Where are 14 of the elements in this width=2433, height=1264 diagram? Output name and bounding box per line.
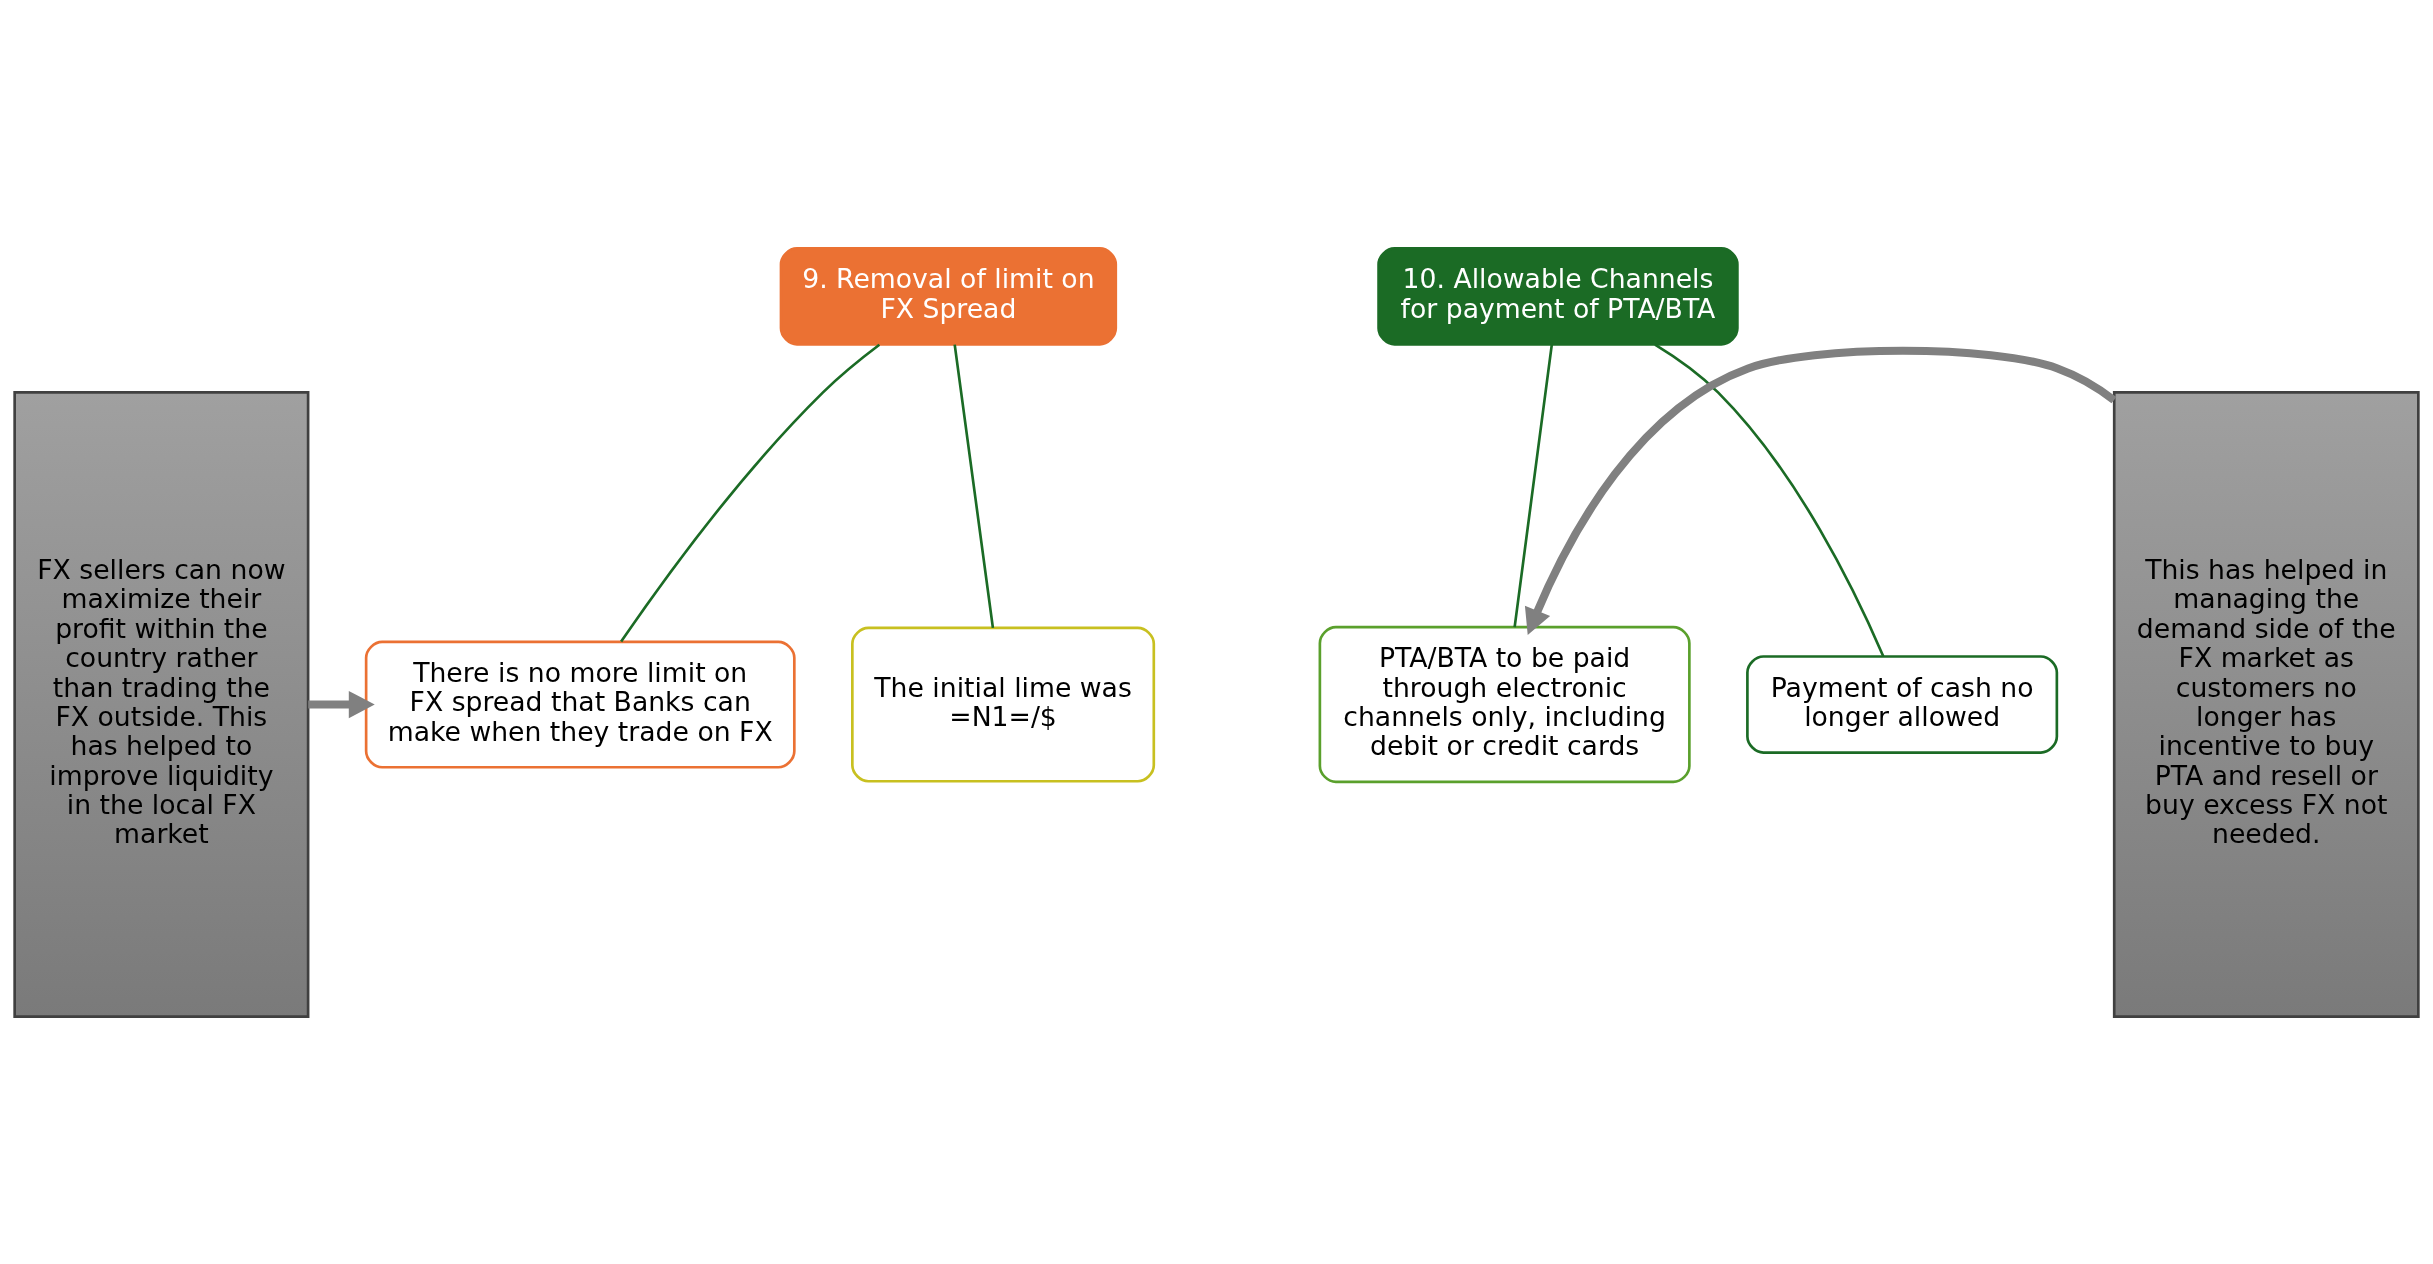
node-box: There is no more limit on FX spread that Banks can make when they trade on FX	[364, 640, 796, 769]
arrow	[1524, 346, 2117, 635]
node-box: Payment of cash no longer allowed	[1746, 654, 2059, 754]
node-box: 10. Allowable Channels for payment of PTA/BTA	[1377, 246, 1739, 346]
node-box: The initial lime was =N1=/$	[851, 626, 1156, 783]
connector	[1654, 342, 1885, 657]
arrow	[308, 690, 375, 718]
connector	[1513, 343, 1554, 627]
node-box: 9. Removal of limit on FX Spread	[779, 246, 1118, 346]
node-box: FX sellers can now maximize their profit within the country rather than trading the FX outside. This has helped to improve liquidity in the local FX market	[13, 390, 310, 1018]
connector	[620, 343, 881, 642]
connector	[953, 343, 995, 628]
node-box: This has helped in managing the demand side of the FX market as customers no longer has incentive to buy PTA and resell or buy excess FX not needed.	[2112, 390, 2420, 1018]
node-box: PTA/BTA to be paid through electronic channels only, including debit or credit cards	[1318, 625, 1691, 783]
